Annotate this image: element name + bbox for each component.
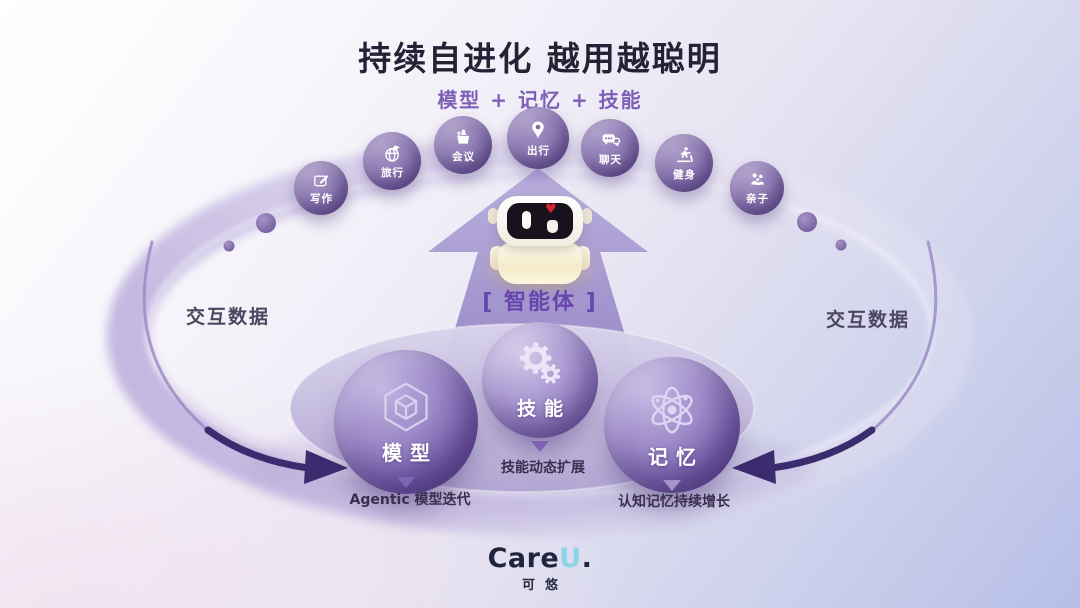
chat-bubbles-icon xyxy=(602,133,620,146)
brand-logo: CareU. 可悠 xyxy=(488,545,593,594)
app-badge-meeting: 会议 xyxy=(434,116,492,174)
badge-label: 聊天 xyxy=(599,153,622,166)
brand-prefix: Care xyxy=(487,543,560,574)
robot-head: ♥ xyxy=(497,196,583,246)
orbit-thin-arc-right xyxy=(866,240,938,436)
robot-face-screen: ♥ xyxy=(507,203,573,239)
heart-icon: ♥ xyxy=(545,202,557,217)
badge-label: 写作 xyxy=(310,192,333,205)
orbit-thin-arc-left xyxy=(142,240,214,436)
podium-meeting-icon xyxy=(457,128,470,144)
brand-period: . xyxy=(581,543,593,574)
atom-icon xyxy=(651,386,693,433)
location-pin-icon xyxy=(532,121,544,138)
gears-icon xyxy=(520,342,561,383)
careu-robot-mascot: ♥ xyxy=(480,190,600,292)
badge-label: 会议 xyxy=(452,150,475,163)
badge-label: 出行 xyxy=(527,144,550,157)
treadmill-runner-icon xyxy=(676,146,693,162)
badge-label: 健身 xyxy=(673,168,696,181)
interaction-data-label-right: 交互数据 xyxy=(826,309,911,331)
app-badge-writing: 写作 xyxy=(294,161,348,215)
robot-finger-heart-hand xyxy=(547,220,558,233)
brand-accent-letter: U xyxy=(559,543,582,574)
robot-eye xyxy=(522,211,531,229)
pointer-triangle-memory xyxy=(663,480,681,491)
globe-plane-icon xyxy=(384,144,400,162)
pointer-triangle-skill xyxy=(531,441,549,452)
page-title: 持续自进化 越用越聪明 xyxy=(358,39,722,78)
cube-hexagon-icon xyxy=(384,382,428,431)
pillar-caption-memory: 认知记忆持续增长 xyxy=(618,494,730,510)
loop-arrow-right xyxy=(732,426,876,484)
robot-ear-left xyxy=(488,208,498,224)
app-badge-fitness: 健身 xyxy=(655,134,713,192)
loop-arrow-left xyxy=(204,426,348,484)
robot-body xyxy=(498,242,582,284)
brand-wordmark: CareU. xyxy=(488,545,593,573)
pillar-sphere-memory: 记忆 xyxy=(604,357,740,493)
pillar-sphere-model: 模型 xyxy=(334,350,478,494)
app-badge-trip: 出行 xyxy=(507,107,569,169)
family-icon xyxy=(750,173,764,185)
pencil-icon xyxy=(313,174,329,186)
pillar-caption-model: Agentic 模型迭代 xyxy=(349,492,471,508)
pillar-sphere-skill: 技能 xyxy=(482,322,598,438)
interaction-data-label-left: 交互数据 xyxy=(186,306,271,328)
agent-label: [ 智能体 ] xyxy=(482,290,598,315)
sphere-label: 技能 xyxy=(516,397,571,420)
app-badge-family: 亲子 xyxy=(730,161,784,215)
pointer-triangle-model xyxy=(397,477,415,488)
brand-subtext-text: 可悠 xyxy=(521,578,568,593)
app-badge-chat: 聊天 xyxy=(581,119,639,177)
badge-label: 旅行 xyxy=(381,166,404,179)
robot-ear-right xyxy=(582,208,592,224)
app-badge-travel: 旅行 xyxy=(363,132,421,190)
brand-subtext: 可悠 xyxy=(488,574,593,593)
pillar-caption-skill: 技能动态扩展 xyxy=(501,460,585,476)
sphere-label: 模型 xyxy=(382,440,438,465)
badge-label: 亲子 xyxy=(746,193,769,205)
decor-dots xyxy=(223,212,847,252)
sphere-label: 记忆 xyxy=(648,444,704,469)
